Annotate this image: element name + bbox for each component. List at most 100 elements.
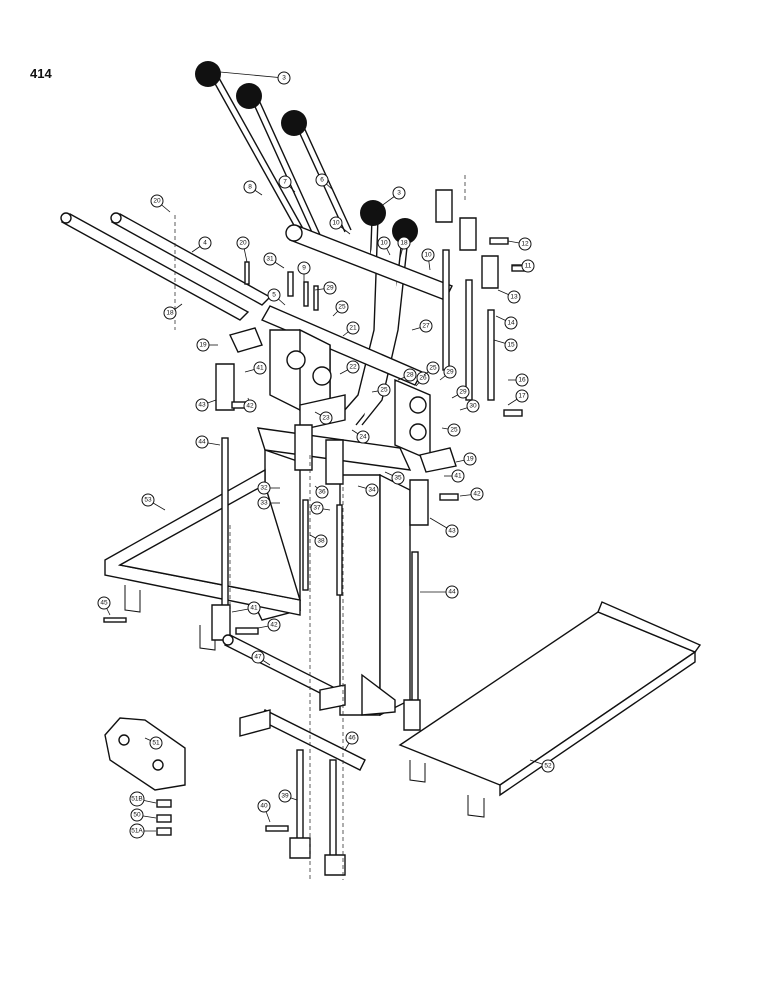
callout-14: 14: [495, 315, 518, 330]
callout-bubble: [278, 789, 292, 803]
callout-label: 51A: [131, 828, 143, 835]
callout-label: 43: [448, 528, 456, 535]
callout-10b: 10: [377, 236, 391, 256]
callout-label: 18: [400, 240, 408, 247]
shafts: [60, 212, 453, 386]
callout-45: 45: [97, 596, 111, 616]
callout-bubble: [315, 485, 329, 499]
callout-label: 29: [326, 285, 334, 292]
callout-bubble: [236, 236, 250, 250]
callout-label: 26: [419, 375, 427, 382]
callout-40: 40: [257, 799, 271, 823]
callout-label: 46: [348, 735, 356, 742]
callout-label: 29: [446, 369, 454, 376]
callout-4: 4: [191, 236, 212, 253]
callout-20a: 20: [150, 194, 171, 213]
callout-bubble: [129, 791, 145, 807]
callout-label: 27: [422, 323, 430, 330]
callout-label: 41: [256, 365, 264, 372]
callout-label: 3: [397, 190, 401, 197]
callout-bubble: [257, 481, 271, 495]
callout-label: 36: [318, 489, 326, 496]
callout-label: 38: [317, 538, 325, 545]
callout-leader-line: [219, 71, 285, 79]
callout-13: 13: [497, 289, 521, 304]
callout-10c: 10: [421, 248, 435, 271]
callout-31: 31: [263, 252, 285, 269]
callout-29a: 29: [314, 281, 337, 295]
callout-label: 21: [349, 325, 357, 332]
callout-17: 17: [507, 389, 529, 406]
callout-bubble: [310, 501, 324, 515]
callout-label: 5: [272, 292, 276, 299]
guide-lines: [174, 175, 466, 880]
callout-label: 52: [544, 763, 552, 770]
callout-41c: 41: [231, 601, 261, 615]
callout-18b: 18: [397, 236, 411, 259]
callout-bubble: [397, 236, 411, 250]
callout-bubble: [329, 216, 343, 230]
callout-label: 8: [248, 184, 252, 191]
callout-label: 50: [133, 812, 141, 819]
callout-bubble: [447, 423, 461, 437]
callout-bubble: [356, 430, 370, 444]
callout-25a: 25: [332, 300, 349, 317]
callout-42a: 42: [243, 397, 257, 413]
callout-41a: 41: [244, 361, 267, 375]
callout-label: 41: [250, 605, 258, 612]
callout-label: 20: [153, 198, 161, 205]
callout-label: 51B: [131, 796, 143, 803]
callout-bubble: [377, 236, 391, 250]
right-platform: [398, 601, 702, 818]
callout-26: 26: [415, 371, 430, 387]
callout-label: 42: [473, 491, 481, 498]
callout-label: 15: [507, 342, 515, 349]
callout-label: 43: [198, 402, 206, 409]
callout-9: 9: [297, 261, 311, 282]
callout-bubble: [297, 261, 311, 275]
callout-bubble: [263, 252, 277, 266]
callout-label: 17: [518, 393, 526, 400]
callout-label: 18: [166, 310, 174, 317]
callout-24: 24: [351, 429, 370, 444]
callout-bubble: [426, 361, 440, 375]
callout-43b: 43: [429, 517, 459, 538]
callout-label: 20: [239, 240, 247, 247]
callout-bubble: [267, 618, 281, 632]
callout-label: 11: [525, 263, 532, 270]
callout-bubble: [421, 248, 435, 262]
callout-label: 53: [144, 497, 152, 504]
callout-label: 12: [521, 241, 529, 248]
callout-20b: 20: [236, 236, 250, 263]
callout-label: 19: [466, 456, 474, 463]
callout-bubble: [518, 237, 532, 251]
callout-bubble: [377, 383, 391, 397]
callout-bubble: [198, 236, 212, 250]
callout-label: 19: [199, 342, 207, 349]
callout-label: 29: [459, 389, 467, 396]
callout-25c: 25: [371, 383, 391, 397]
callout-35: 35: [384, 471, 405, 485]
callout-label: 25: [450, 427, 458, 434]
callout-label: 40: [260, 803, 268, 810]
callout-bubble: [451, 469, 465, 483]
callout-30: 30: [459, 399, 480, 413]
callout-34: 34: [357, 483, 379, 497]
callout-41b: 41: [444, 469, 465, 483]
callout-bubble: [456, 385, 470, 399]
lever-bracket-assembly: [229, 327, 457, 473]
callout-bubble: [130, 808, 144, 822]
callout-bubble: [163, 306, 177, 320]
callout-bubble: [277, 71, 291, 85]
callout-label: 33: [260, 500, 268, 507]
callout-label: 31: [266, 256, 274, 263]
callout-bubble: [267, 288, 281, 302]
callout-bubble: [504, 338, 518, 352]
callout-bubble: [315, 173, 329, 187]
callout-53: 53: [141, 493, 166, 511]
callout-label: 10: [380, 240, 388, 247]
callout-51: 51: [144, 736, 163, 750]
callout-label: 37: [313, 505, 321, 512]
lever-knob-icon: [236, 83, 262, 109]
